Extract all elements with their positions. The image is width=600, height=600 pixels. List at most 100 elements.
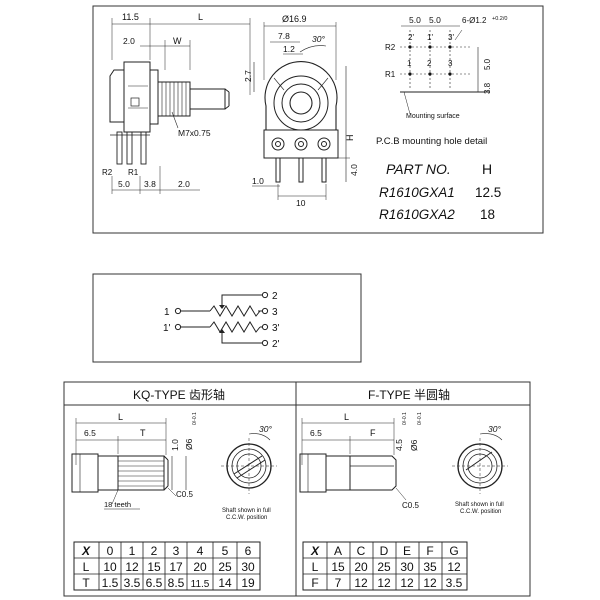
f-dim-L: L [344, 412, 349, 422]
sch-t3: 3 [272, 307, 278, 318]
pcb-dim-5-0-a: 5.0 [409, 15, 421, 25]
f-r2-4: 12 [400, 576, 414, 590]
f-h-3: D [380, 544, 389, 558]
dim-W: W [173, 36, 182, 46]
f-dim-6-5: 6.5 [310, 428, 322, 438]
kq-r2-3: 6.5 [146, 576, 163, 590]
pin-R1: R1 [128, 168, 139, 177]
pcb-mounting-surface: Mounting surface [406, 113, 460, 120]
f-r1-0: L [312, 560, 319, 574]
dim-L: L [198, 12, 203, 22]
f-r1-5: 35 [423, 560, 437, 574]
dim-4-0: 4.0 [349, 164, 359, 176]
dim-7-8: 7.8 [278, 31, 290, 41]
kq-r2-6: 14 [218, 576, 232, 590]
pcb-dim-3-8-v: 3.8 [483, 82, 492, 94]
kq-dim-L: L [118, 412, 123, 422]
pcb-row-R2: R2 [385, 43, 396, 52]
pcb-caption: P.C.B mounting hole detail [376, 136, 487, 147]
f-table: X A C D E F G L 15 20 25 30 35 12 F 7 12… [302, 541, 468, 591]
front-view: Ø16.9 7.8 1.2 30° 2.7 1.0 10 4.0 [243, 14, 359, 208]
dim-3-8: 3.8 [144, 179, 156, 189]
f-note-2: C.C.W. position [460, 509, 501, 515]
kq-h-3: 2 [151, 544, 158, 558]
kq-r1-1: 10 [103, 560, 117, 574]
kq-r1-4: 17 [169, 560, 183, 574]
pcb-dim-5-0-b: 5.0 [429, 15, 441, 25]
kq-r1-7: 30 [241, 560, 255, 574]
top-panel-frame [92, 5, 544, 234]
kq-r1-2: 12 [125, 560, 139, 574]
f-note-1: Shaft shown in full [455, 502, 504, 508]
kq-h-2: 1 [129, 544, 136, 558]
kq-r2-2: 3.5 [124, 576, 141, 590]
kq-h-0: X [81, 544, 91, 558]
front-dia: Ø16.9 [282, 14, 307, 24]
sch-t1: 1 [164, 307, 170, 318]
kq-title: KQ-TYPE 齿形轴 [133, 387, 225, 402]
kq-r1-5: 20 [193, 560, 207, 574]
kq-r1-6: 25 [218, 560, 232, 574]
f-r1-1: 15 [331, 560, 345, 574]
dim-5-0: 5.0 [118, 179, 130, 189]
f-r1-4: 30 [400, 560, 414, 574]
f-h-0: X [310, 544, 320, 558]
pcb-2: 2 [427, 59, 432, 68]
f-dia-tol: 0/-0.1 [417, 412, 423, 425]
pcb-3p: 3' [448, 33, 454, 42]
kq-dia-tol: 0/-0.1 [192, 412, 198, 425]
f-r2-1: 7 [335, 576, 342, 590]
pcb-holes: 6-Ø1.2 [462, 16, 487, 25]
part-row-1-name: R1610GXA1 [379, 185, 455, 200]
dim-H: H [345, 135, 355, 142]
f-r2-5: 12 [423, 576, 437, 590]
kq-dim-6-5: 6.5 [84, 428, 96, 438]
part-header: PART NO. [386, 161, 451, 177]
f-r1-2: 20 [354, 560, 368, 574]
f-r1-3: 25 [377, 560, 391, 574]
sch-t2p: 2' [272, 339, 280, 350]
sch-t3p: 3' [272, 323, 280, 334]
pcb-row-R1: R1 [385, 70, 396, 79]
kq-dim-T: T [140, 428, 146, 438]
f-dim-4-5-tol: 0/-0.1 [402, 412, 408, 425]
kq-note-2: C.C.W. position [226, 515, 267, 521]
dim-1-2: 1.2 [283, 44, 295, 54]
dim-10: 10 [296, 198, 306, 208]
kq-teeth: 18 teeth [104, 500, 131, 509]
dim-2-7: 2.7 [243, 70, 253, 82]
kq-dim-1-0: 1.0 [170, 439, 180, 451]
f-dim-4-5: 4.5 [394, 439, 404, 451]
kq-r2-4: 8.5 [168, 576, 185, 590]
kq-chamfer: C0.5 [176, 490, 193, 499]
dim-11-5: 11.5 [122, 12, 139, 22]
f-r2-2: 12 [354, 576, 368, 590]
kq-r2-5: 11.5 [191, 579, 210, 590]
kq-angle: 30° [259, 424, 272, 434]
sch-t1p: 1' [163, 323, 171, 334]
kq-r2-7: 19 [241, 576, 255, 590]
f-h-6: G [449, 544, 458, 558]
f-h-1: A [334, 544, 342, 558]
f-h-4: E [403, 544, 411, 558]
f-h-5: F [426, 544, 433, 558]
kq-h-7: 6 [245, 544, 252, 558]
dim-1-0: 1.0 [252, 176, 264, 186]
thread-label: M7x0.75 [178, 128, 211, 138]
pcb-detail: 5.0 5.0 6-Ø1.2 +0.2/0 R2 R1 2' 1' 3' 1 2… [376, 15, 507, 147]
schematic: 1 1' 2 3 3' 2' [163, 291, 280, 350]
kq-r2-0: T [82, 576, 90, 590]
angle-30: 30° [312, 34, 325, 44]
bottom-panel-frame [63, 381, 531, 597]
pcb-3: 3 [448, 59, 453, 68]
kq-r2-1: 1.5 [102, 576, 119, 590]
sch-t2: 2 [272, 291, 278, 302]
dim-2-0-bottom: 2.0 [178, 179, 190, 189]
f-shaft-drawing: L 6.5 F 4.5 0/-0.1 Ø6 0/-0.1 C0.5 30° Sh… [299, 412, 508, 515]
f-r2-0: F [311, 576, 318, 590]
kq-h-4: 3 [173, 544, 180, 558]
pin-R2: R2 [102, 168, 113, 177]
dim-2-0-top: 2.0 [123, 36, 135, 46]
f-chamfer: C0.5 [402, 501, 419, 510]
f-title: F-TYPE 半圆轴 [368, 387, 450, 402]
